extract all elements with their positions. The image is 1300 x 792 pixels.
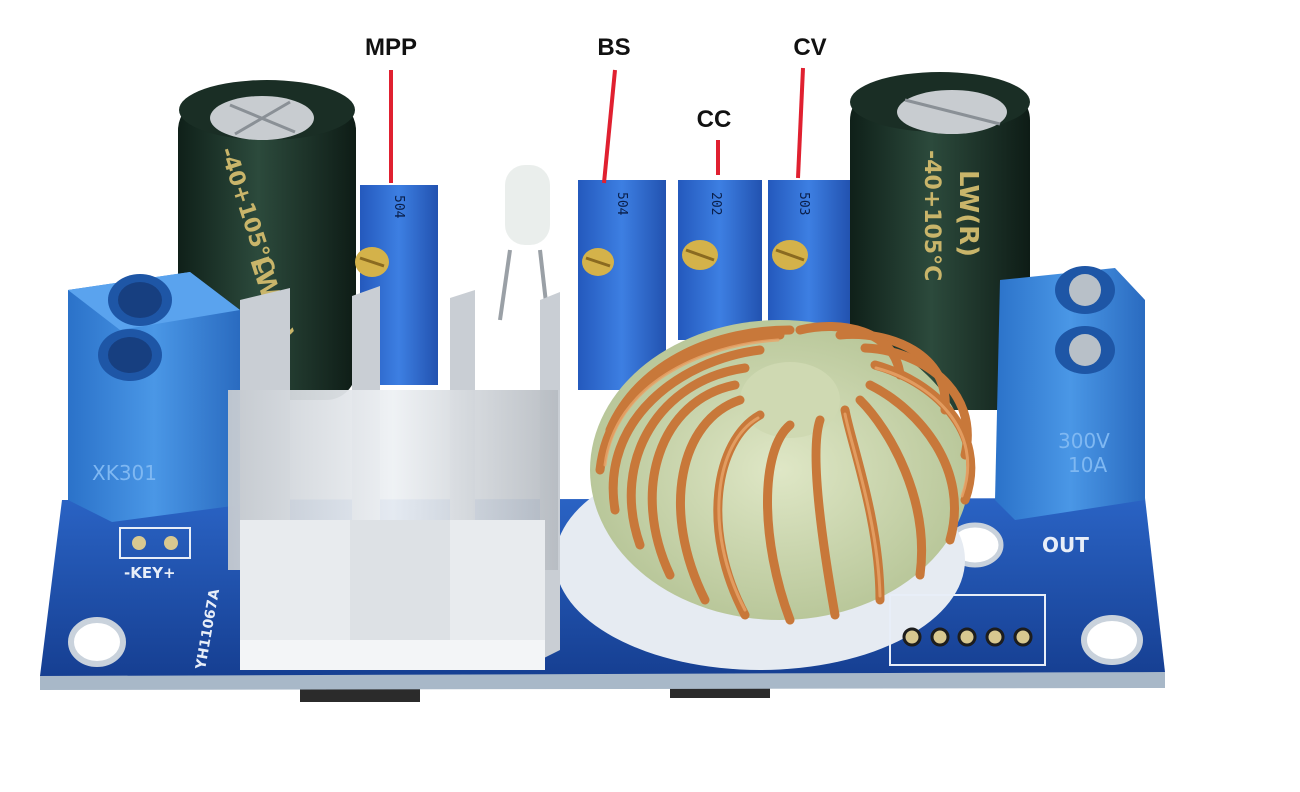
callout-label-mpp: MPP bbox=[364, 34, 418, 61]
terminal-left-text: XK301 bbox=[92, 461, 157, 485]
terminal-right-rating: 300V bbox=[1058, 429, 1110, 453]
cap-right-temp: -40+105°C bbox=[919, 150, 944, 281]
svg-text:504: 504 bbox=[391, 195, 406, 219]
toroidal-inductor bbox=[590, 320, 976, 625]
callout-line-cv bbox=[796, 67, 805, 179]
callout-label-cc: CC bbox=[696, 106, 732, 133]
pot-cc: 202 bbox=[678, 180, 762, 340]
callout-line-bs bbox=[602, 69, 617, 184]
key-pad bbox=[132, 536, 146, 550]
led bbox=[498, 165, 550, 321]
pot-cv: 503 bbox=[768, 180, 850, 345]
callout-label-cv: CV bbox=[793, 34, 827, 61]
terminal-right-current: 10A bbox=[1068, 453, 1107, 477]
callout-label-bs: BS bbox=[597, 34, 631, 61]
key-silk-label: -KEY+ bbox=[124, 564, 176, 582]
heatsink bbox=[228, 286, 560, 670]
capacitor-right: LW(R) -40+105°C bbox=[850, 72, 1030, 410]
out-silk-label: OUT bbox=[1042, 533, 1089, 557]
header-pins bbox=[889, 594, 1046, 666]
pot-bs: 504 bbox=[578, 180, 666, 390]
cap-right-text: LW(R) bbox=[953, 170, 983, 257]
svg-text:202: 202 bbox=[708, 192, 723, 215]
svg-text:503: 503 bbox=[796, 192, 811, 215]
pcb-edge bbox=[40, 672, 1165, 690]
terminal-block-right: 300V 10A bbox=[995, 266, 1145, 520]
terminal-block-left: XK301 bbox=[68, 272, 240, 522]
key-pad-outline bbox=[119, 527, 191, 559]
key-pad bbox=[164, 536, 178, 550]
mounting-hole bbox=[1081, 615, 1143, 665]
svg-text:504: 504 bbox=[614, 192, 629, 216]
mounting-hole bbox=[68, 617, 126, 667]
